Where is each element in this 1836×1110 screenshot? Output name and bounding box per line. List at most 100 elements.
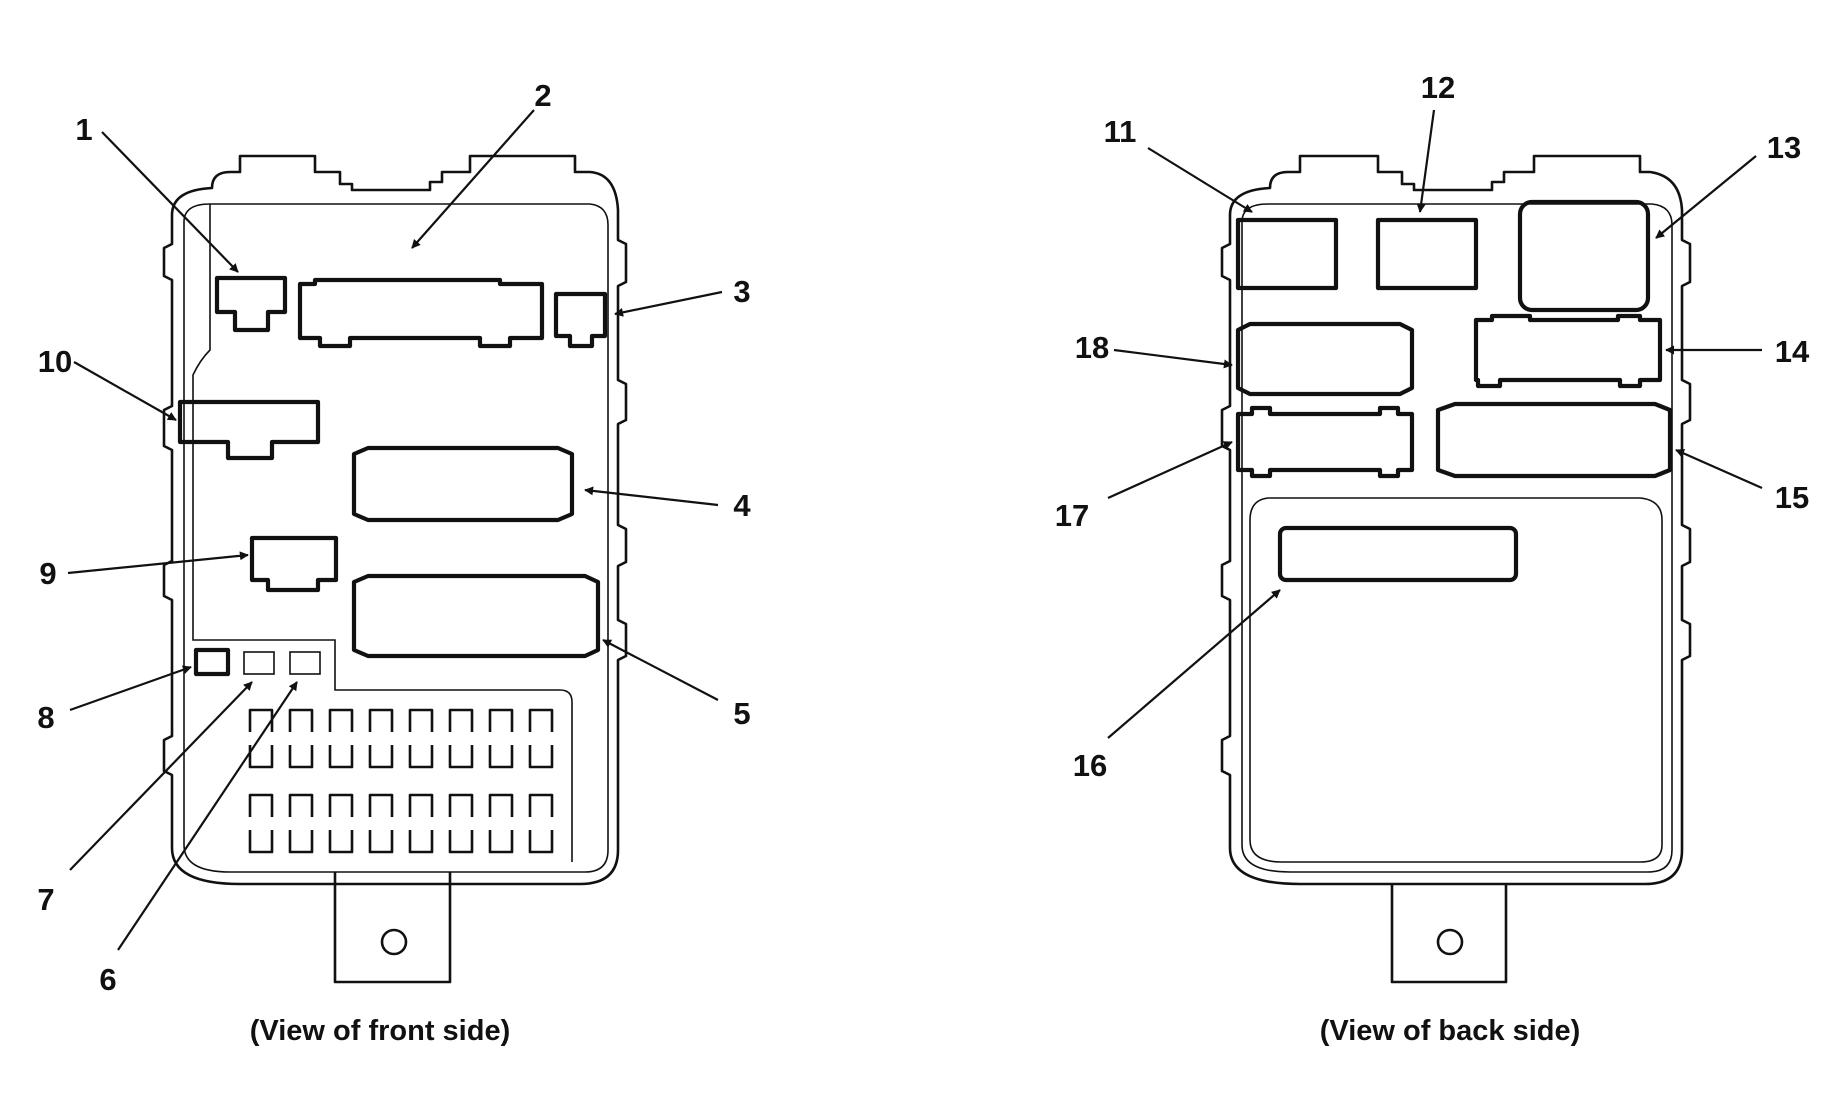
callout-6: 6 (99, 962, 116, 997)
callout-17: 17 (1055, 498, 1089, 533)
fuse-slot (528, 745, 554, 769)
callout-18: 18 (1075, 330, 1109, 365)
leader-6 (117, 681, 298, 951)
front-view: 1 2 3 4 5 6 7 8 9 10 (View of front side… (37, 78, 751, 1047)
front-left-divider (192, 204, 573, 862)
callout-16: 16 (1073, 748, 1107, 783)
fuse-slot (448, 793, 474, 817)
callout-1: 1 (75, 112, 92, 147)
callout-8: 8 (37, 700, 54, 735)
fuse-slot (248, 793, 274, 817)
fuse-slot (248, 708, 274, 732)
relay-13 (1517, 199, 1651, 313)
fuse-slot (368, 830, 394, 854)
fuse-slot (248, 830, 274, 854)
front-mounting-tab (333, 872, 452, 984)
fuse-array (248, 708, 554, 854)
connector-15 (1435, 401, 1673, 479)
relay-7 (243, 651, 275, 675)
relay-12 (1375, 217, 1479, 291)
callout-14: 14 (1775, 334, 1810, 369)
leader-18 (1113, 348, 1233, 369)
connector-9 (249, 535, 339, 593)
connector-4 (351, 445, 575, 523)
fuse-slot (528, 708, 554, 732)
callout-7: 7 (37, 882, 54, 917)
fuse-slot (448, 708, 474, 732)
fuse-slot (368, 793, 394, 817)
fuse-slot (328, 830, 354, 854)
callout-12: 12 (1421, 70, 1455, 105)
back-inner-border (1241, 203, 1673, 873)
leader-5 (602, 639, 719, 701)
fuse-slot (288, 830, 314, 854)
fuse-slot (528, 830, 554, 854)
fuse-slot (408, 708, 434, 732)
fuse-slot (368, 745, 394, 769)
fuse-slot (328, 793, 354, 817)
connector-10 (177, 399, 321, 461)
back-mounting-tab (1390, 884, 1508, 984)
leader-17 (1107, 440, 1233, 500)
leader-12 (1416, 109, 1436, 213)
fuse-slot (488, 830, 514, 854)
callout-11: 11 (1104, 114, 1137, 149)
leader-3 (614, 290, 723, 317)
leader-2 (411, 109, 535, 249)
connector-18 (1235, 321, 1415, 397)
callout-5: 5 (733, 696, 750, 731)
fuse-slot (448, 745, 474, 769)
callout-3: 3 (733, 274, 750, 309)
fuse-slot (288, 745, 314, 769)
callout-10: 10 (38, 344, 72, 379)
leader-11 (1147, 147, 1253, 213)
connector-1 (214, 275, 288, 333)
fuse-slot (408, 830, 434, 854)
front-housing-outline (162, 154, 628, 886)
fuse-slot (488, 708, 514, 732)
callout-9: 9 (39, 556, 56, 591)
leader-10 (73, 361, 177, 421)
leader-4 (584, 486, 719, 507)
fuse-slot (328, 745, 354, 769)
back-lower-compartment (1249, 497, 1663, 863)
connector-5 (351, 573, 601, 659)
connector-3 (553, 291, 608, 349)
relay-8 (193, 647, 231, 677)
fuse-slot (408, 745, 434, 769)
fuse-slot (448, 830, 474, 854)
front-inner-border (183, 203, 609, 873)
caption-back: (View of back side) (1320, 1015, 1581, 1047)
connector-14 (1473, 313, 1663, 389)
leader-1 (101, 131, 239, 273)
back-housing-outline (1220, 154, 1692, 886)
fuse-slot (288, 793, 314, 817)
leader-8 (69, 665, 192, 712)
leader-16 (1107, 589, 1281, 739)
callout-4: 4 (733, 488, 751, 523)
leader-15 (1675, 448, 1763, 490)
leader-13 (1655, 155, 1757, 239)
leader-9 (67, 551, 249, 575)
back-mounting-hole (1436, 928, 1464, 956)
fuse-slot (408, 793, 434, 817)
connector-2 (297, 277, 545, 349)
fuse-slot (288, 708, 314, 732)
connector-17 (1235, 405, 1415, 479)
callout-15: 15 (1775, 480, 1809, 515)
fuse-slot (328, 708, 354, 732)
connector-16 (1277, 525, 1519, 583)
relay-11 (1235, 217, 1339, 291)
fuse-slot (248, 745, 274, 769)
leader-7 (69, 681, 253, 871)
relay-6 (289, 651, 321, 675)
fuse-slot (488, 745, 514, 769)
callout-13: 13 (1767, 130, 1801, 165)
caption-front: (View of front side) (250, 1015, 510, 1047)
front-mounting-hole (380, 928, 408, 956)
back-view: 11 12 13 14 15 16 17 18 (View of back si… (1055, 70, 1810, 1047)
fuse-slot (368, 708, 394, 732)
fuse-slot (488, 793, 514, 817)
callout-2: 2 (534, 78, 551, 113)
